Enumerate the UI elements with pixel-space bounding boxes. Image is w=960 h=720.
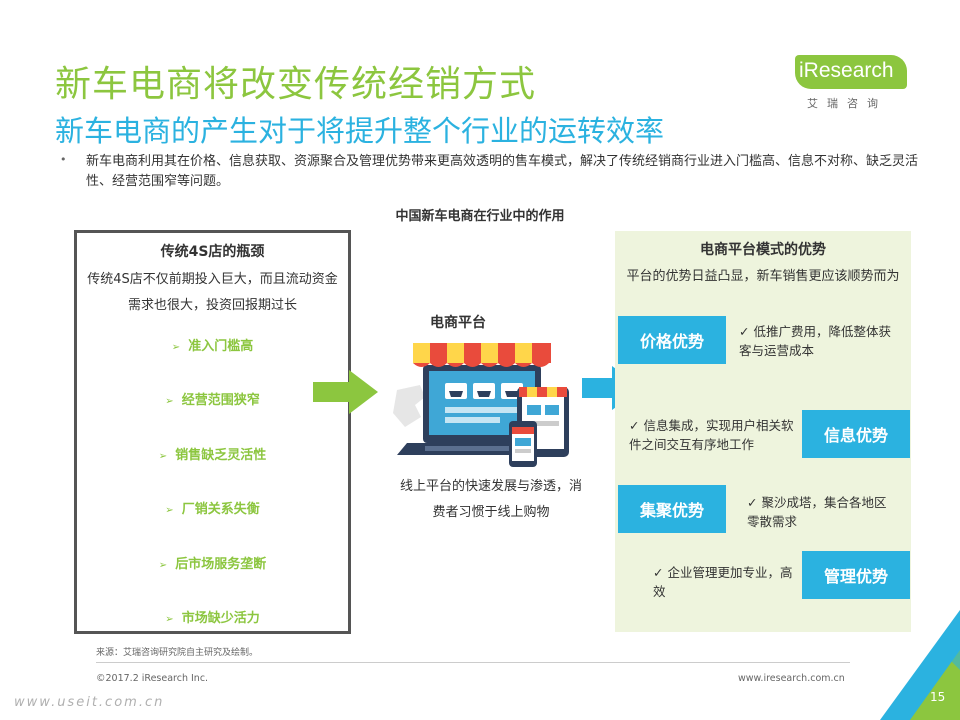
chevron-right-icon: ➢ xyxy=(165,396,174,407)
bottleneck-item: ➢市场缺少活力 xyxy=(165,611,260,626)
chevron-right-icon: ➢ xyxy=(158,560,168,571)
iresearch-logo: iResearch 艾瑞咨询 xyxy=(795,55,915,115)
source-note: 来源：艾瑞咨询研究院自主研究及绘制。 xyxy=(96,648,259,658)
diagram-title: 中国新车电商在行业中的作用 xyxy=(395,209,565,224)
center-title: 电商平台 xyxy=(430,315,486,331)
advantage-text-management: ✓ 企业管理更加专业，高效 xyxy=(653,565,793,599)
ecommerce-advantages-panel: 电商平台模式的优势 平台的优势日益凸显，新车销售更应该顺势而为 价格优势 ✓ 低… xyxy=(615,231,911,632)
traditional-4s-panel: 传统4S店的瓶颈 传统4S店不仅前期投入巨大，而且流动资金需求也很大，投资回报期… xyxy=(74,230,351,634)
chevron-right-icon: ➢ xyxy=(158,451,168,462)
logo-brand: iResearch xyxy=(799,59,894,82)
center-caption: 线上平台的快速发展与渗透，消费者习惯于线上购物 xyxy=(399,479,582,520)
advantage-text-cluster: ✓ 聚沙成塔，集合各地区零散需求 xyxy=(747,495,887,529)
intro-paragraph: 新车电商利用其在价格、信息获取、资源聚合及管理优势带来更高效透明的售车模式，解决… xyxy=(86,154,919,189)
advantage-badge-cluster: 集聚优势 xyxy=(618,485,726,533)
advantage-text-info: ✓ 信息集成，实现用户相关软件之间交互有序地工作 xyxy=(629,418,794,452)
chevron-right-icon: ➢ xyxy=(171,342,181,353)
check-icon: ✓ xyxy=(747,495,762,510)
advantage-badge-management: 管理优势 xyxy=(802,551,910,599)
bottleneck-item: ➢准入门槛高 xyxy=(171,339,254,354)
advantage-badge-info: 信息优势 xyxy=(802,410,910,458)
check-icon: ✓ xyxy=(653,565,668,580)
left-panel-description: 传统4S店不仅前期投入巨大，而且流动资金需求也很大，投资回报期过长 xyxy=(87,272,338,313)
check-icon: ✓ xyxy=(739,324,754,339)
website-link[interactable]: www.iresearch.com.cn xyxy=(738,673,845,684)
bottleneck-item: ➢经营范围狭窄 xyxy=(165,393,260,408)
bottleneck-item: ➢销售缺乏灵活性 xyxy=(158,448,267,463)
chevron-right-icon: ➢ xyxy=(165,614,174,625)
page-subtitle: 新车电商的产生对于将提升整个行业的运转效率 xyxy=(55,114,665,148)
advantage-badge-price: 价格优势 xyxy=(618,316,726,364)
ecommerce-platform-illustration xyxy=(393,343,569,467)
right-arrow-icon xyxy=(313,370,378,414)
bottleneck-item: ➢后市场服务垄断 xyxy=(158,557,267,572)
advantage-text-price: ✓ 低推广费用，降低整体获客与运营成本 xyxy=(739,324,891,358)
right-panel-description: 平台的优势日益凸显，新车销售更应该顺势而为 xyxy=(626,269,900,284)
check-icon: ✓ xyxy=(629,418,644,433)
bullet-marker: • xyxy=(60,153,67,166)
corner-decoration xyxy=(880,610,960,720)
page-title: 新车电商将改变传统经销方式 xyxy=(55,64,537,105)
logo-subtitle: 艾瑞咨询 xyxy=(807,97,887,110)
footer-divider xyxy=(96,662,850,663)
page-number: 15 xyxy=(930,690,946,704)
left-panel-title: 传统4S店的瓶颈 xyxy=(160,244,265,260)
watermark: www.useit.com.cn xyxy=(14,695,165,710)
copyright: ©2017.2 iResearch Inc. xyxy=(96,673,209,684)
logo-badge xyxy=(795,55,907,89)
bottleneck-item: ➢厂销关系失衡 xyxy=(165,502,260,517)
right-panel-title: 电商平台模式的优势 xyxy=(700,242,826,258)
chevron-right-icon: ➢ xyxy=(165,505,174,516)
